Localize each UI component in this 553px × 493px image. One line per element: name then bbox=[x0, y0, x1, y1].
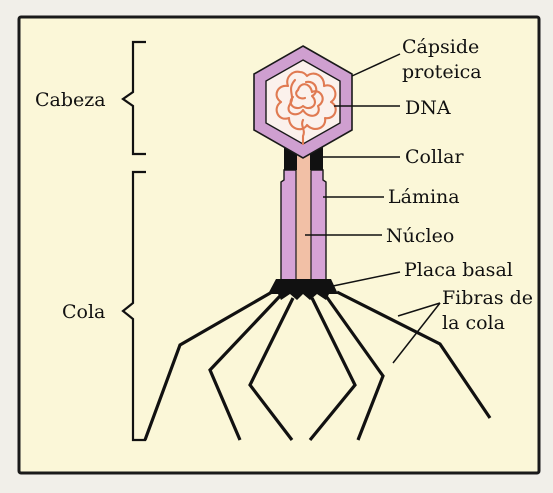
fibers-label-line2: la cola bbox=[442, 312, 505, 334]
capsid-label-line2: proteica bbox=[402, 61, 482, 83]
collar-label: Collar bbox=[405, 146, 464, 168]
fibers-label-line1: Fibras de bbox=[442, 287, 533, 309]
baseplate-label: Placa basal bbox=[404, 259, 513, 281]
tail-bracket-label: Cola bbox=[62, 301, 105, 323]
dna-label: DNA bbox=[405, 97, 451, 119]
core-label: Núcleo bbox=[386, 225, 454, 247]
capsid-label-line1: Cápside bbox=[402, 36, 479, 58]
head-bracket-label: Cabeza bbox=[35, 89, 106, 111]
sheath-label: Lámina bbox=[388, 186, 460, 208]
tail-core bbox=[296, 138, 311, 282]
